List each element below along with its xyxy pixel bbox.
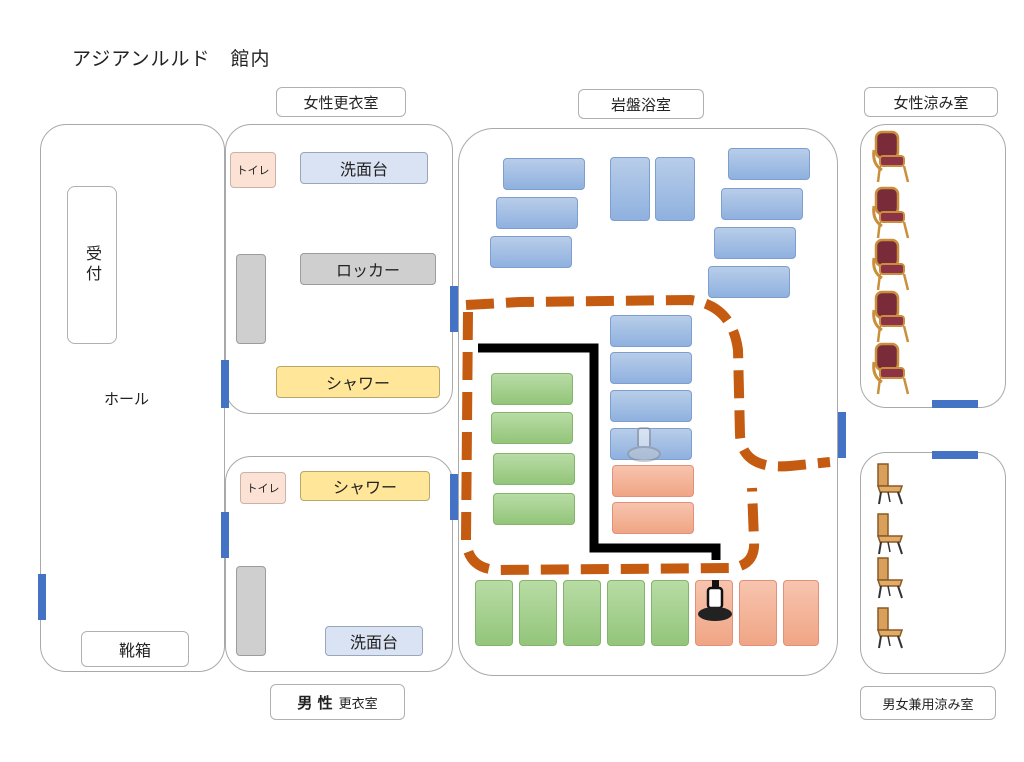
men-changing-label: 男 性 更衣室 <box>270 684 405 720</box>
door <box>932 451 978 459</box>
mat-green <box>519 580 557 646</box>
mat-blue <box>610 428 692 460</box>
partition-wall <box>478 343 721 560</box>
door <box>450 474 458 520</box>
reception-label: 受付 <box>83 245 102 285</box>
hall-label: ホール <box>104 390 150 408</box>
men-changing-label-rest: 更衣室 <box>338 696 378 712</box>
mat-salmon <box>783 580 819 646</box>
door <box>450 286 458 332</box>
mat-salmon <box>612 465 694 497</box>
page-title: アジアンルルド 館内 <box>72 48 271 70</box>
wooden-chair-icons <box>876 463 904 649</box>
women-locker: ロッカー <box>300 253 436 285</box>
mat-green <box>491 373 573 405</box>
wooden-chair-icon <box>876 607 904 649</box>
armchair-icon <box>872 130 910 183</box>
unisex-cooling-label: 男女兼用涼み室 <box>860 686 996 720</box>
women-bench <box>236 254 266 344</box>
mat-green <box>475 580 513 646</box>
mat-green <box>651 580 689 646</box>
women-cooling-label: 女性涼み室 <box>864 87 998 117</box>
mat-blue <box>708 266 790 298</box>
men-toilet: トイレ <box>240 472 286 504</box>
mat-blue <box>721 188 803 220</box>
mat-blue <box>610 390 692 422</box>
shoe-box: 靴箱 <box>81 631 189 667</box>
door <box>38 574 46 620</box>
doors <box>38 286 978 620</box>
mat-blue <box>714 227 796 259</box>
stone-heater-icon-faded <box>627 427 661 462</box>
mat-blue <box>496 197 578 229</box>
women-washbasin: 洗面台 <box>300 152 428 184</box>
women-shower: シャワー <box>276 366 440 398</box>
mat-blue <box>610 352 692 384</box>
armchair-icon <box>872 238 910 291</box>
armchair-icons <box>872 130 910 395</box>
armchair-icon <box>872 186 910 239</box>
men-bench <box>236 566 266 656</box>
mat-blue <box>503 158 585 190</box>
mat-salmon <box>739 580 777 646</box>
door <box>221 360 229 408</box>
wooden-chair-icon <box>876 513 904 555</box>
mat-blue <box>728 148 810 180</box>
mat-green <box>491 412 573 444</box>
women-changing-label: 女性更衣室 <box>276 87 406 117</box>
armchair-icon <box>872 342 910 395</box>
men-changing-label-bold: 男 性 <box>297 693 333 712</box>
mat-blue <box>610 157 650 221</box>
reception-counter: 受付 <box>67 186 117 344</box>
mat-salmon <box>612 502 694 534</box>
stone-heater-icon <box>698 580 732 621</box>
wooden-chair-icon <box>876 557 904 599</box>
mat-green <box>493 493 575 525</box>
mat-green <box>563 580 601 646</box>
door <box>838 412 846 458</box>
wooden-chair-icon <box>876 463 904 505</box>
mat-blue <box>490 236 572 268</box>
route-dashed-line <box>460 294 831 576</box>
door <box>221 512 229 558</box>
women-toilet: トイレ <box>230 152 276 188</box>
mat-green <box>493 453 575 485</box>
men-shower: シャワー <box>300 471 430 501</box>
bedrock-bath-label: 岩盤浴室 <box>578 89 704 119</box>
mat-blue <box>655 157 695 221</box>
men-washbasin: 洗面台 <box>325 626 423 656</box>
armchair-icon <box>872 290 910 343</box>
mat-green <box>607 580 645 646</box>
mat-blue <box>610 315 692 347</box>
door <box>932 400 978 408</box>
